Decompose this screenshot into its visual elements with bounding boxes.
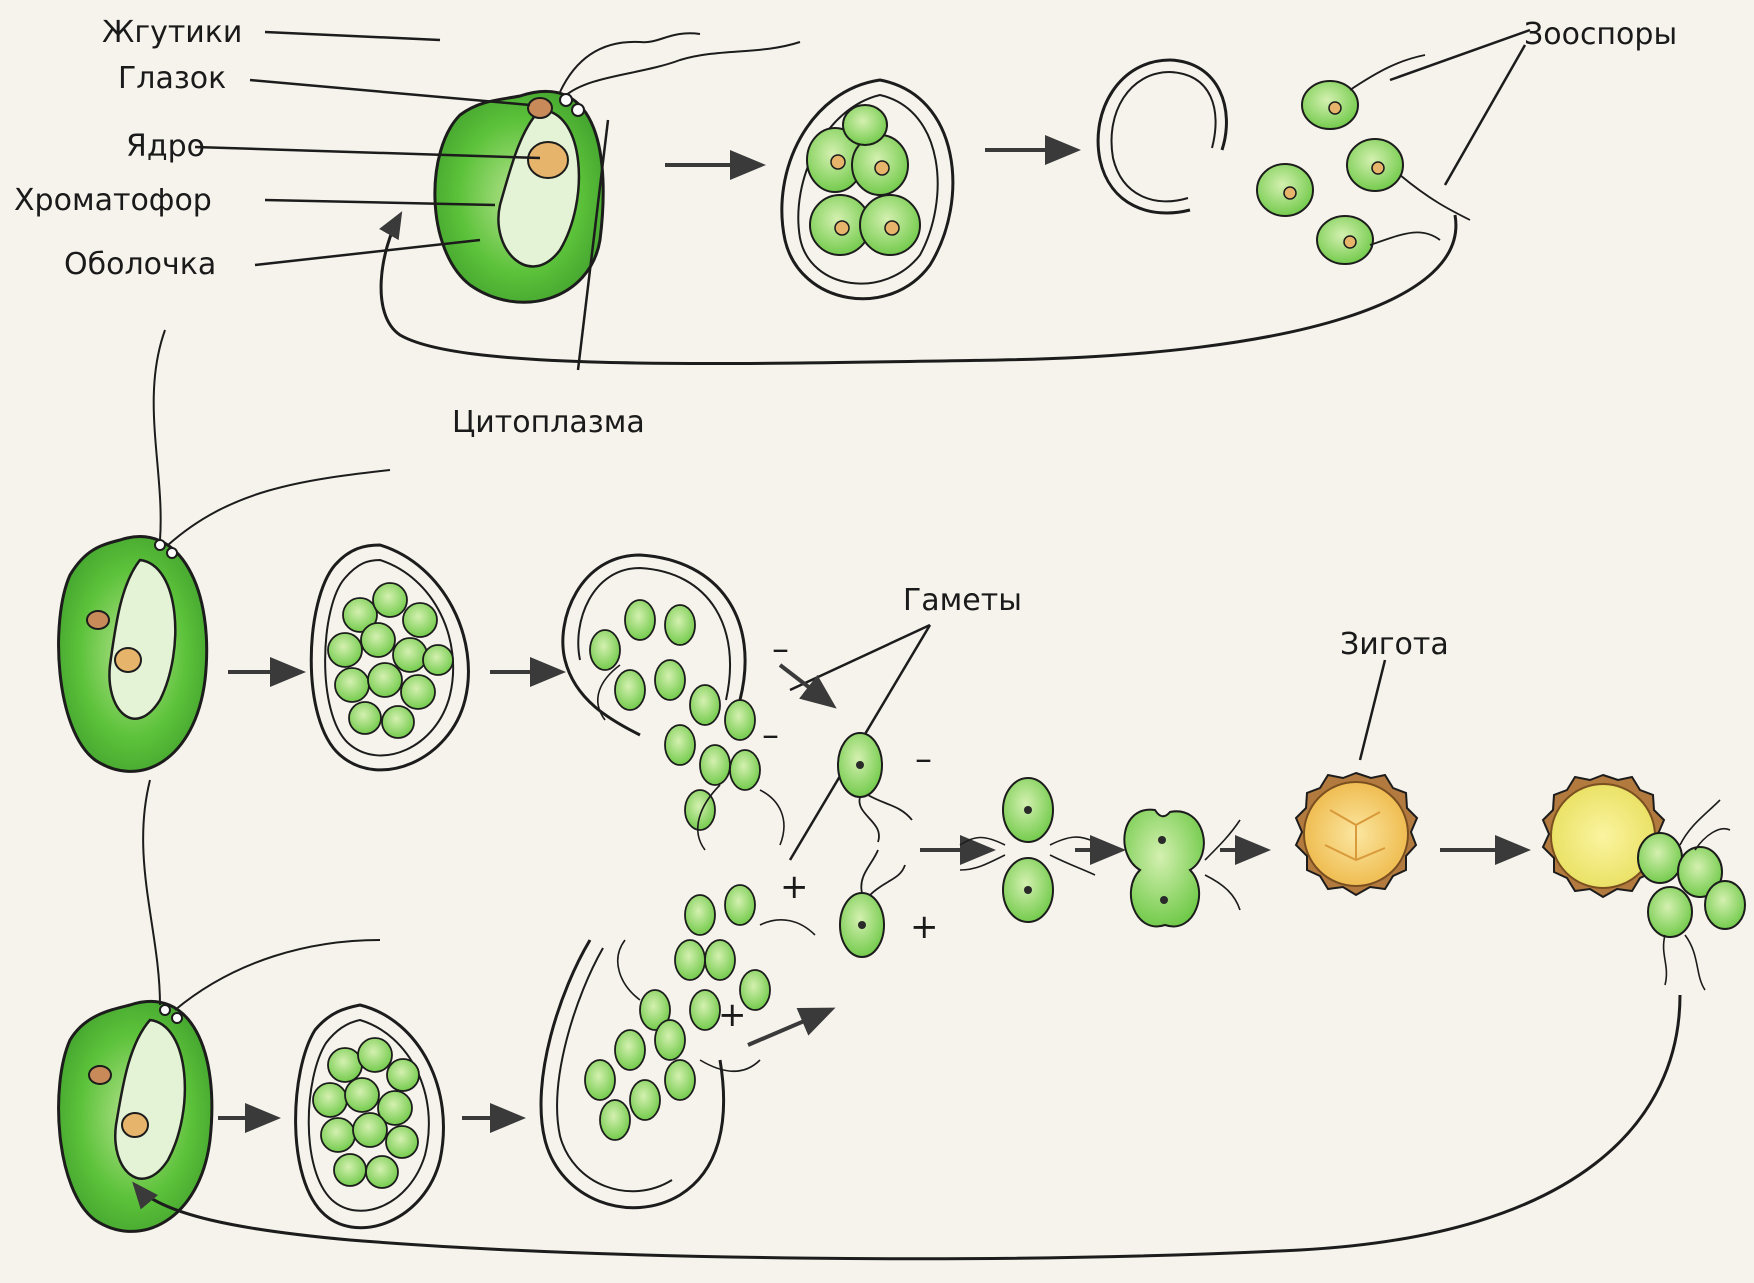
adult-cell-top	[435, 33, 800, 302]
arrow-gamete-down	[780, 665, 832, 705]
gametangium-2	[296, 1005, 444, 1228]
label-cytoplasm: Цитоплазма	[452, 408, 645, 438]
releasing-gametangium-top	[563, 555, 760, 830]
label-nucleus: Ядро	[126, 132, 205, 162]
label-flagella: Жгутики	[102, 18, 242, 48]
label-zygote: Зигота	[1340, 630, 1449, 660]
sign-plus-2: +	[718, 998, 747, 1032]
label-shell: Оболочка	[64, 250, 216, 280]
zygote	[1296, 773, 1417, 895]
fused-pair	[1124, 810, 1240, 927]
gametangium-1	[311, 545, 468, 770]
sporangium-zoospores	[782, 80, 953, 299]
sign-plus-3: +	[910, 910, 939, 944]
arrow-gamete-up	[748, 1010, 830, 1045]
releasing-gametangium-bottom	[541, 885, 770, 1208]
label-gametes: Гаметы	[903, 586, 1022, 616]
sign-minus-2: –	[762, 718, 779, 752]
germinating-zygote	[1543, 775, 1745, 990]
sign-minus-3: –	[915, 742, 932, 776]
free-gametes	[838, 733, 912, 957]
empty-shell	[1098, 60, 1226, 213]
label-eyespot: Глазок	[118, 64, 226, 94]
label-chromatophore: Хроматофор	[14, 186, 212, 216]
zoospores-released	[1257, 55, 1470, 264]
sign-plus-1: +	[780, 870, 809, 904]
sign-minus-1: –	[772, 632, 789, 666]
label-zoospores: Зооспоры	[1524, 20, 1677, 50]
